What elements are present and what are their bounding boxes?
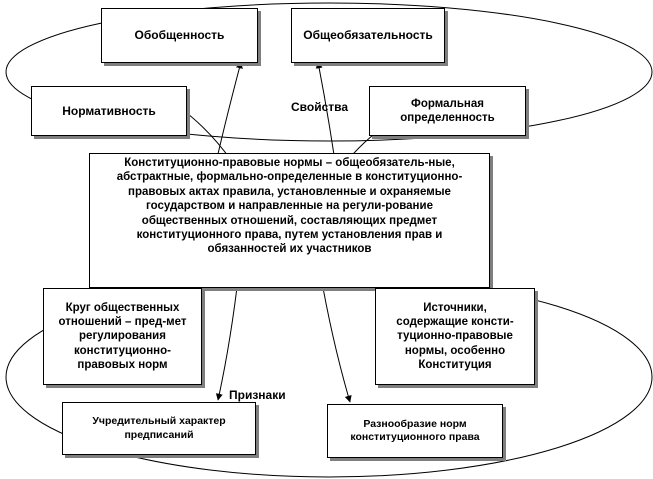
definition-text: Конституционно-правовые нормы – общеобяз… <box>116 157 463 256</box>
scope-label: Круг общественных отношений – пред-мет р… <box>58 301 187 372</box>
properties-group-label: Свойства <box>291 100 349 114</box>
sources-label: Источники, содержащие консти-туционно-пр… <box>396 301 514 372</box>
normativity-label: Нормативность <box>62 103 156 118</box>
diversity-box: Разнообразие норм конституционного права <box>327 404 503 458</box>
universal-binding-label: Общеобязательность <box>303 28 433 42</box>
formal-definiteness-label: Формальная определенность <box>400 97 495 124</box>
universal-binding-box: Общеобязательность <box>291 8 445 63</box>
scope-box: Круг общественных отношений – пред-мет р… <box>43 288 202 385</box>
properties-ellipse <box>5 2 653 142</box>
constituent-box: Учредительный характер предписаний <box>62 402 256 455</box>
sources-box: Источники, содержащие консти-туционно-пр… <box>375 288 535 385</box>
diversity-label: Разнообразие норм конституционного права <box>350 417 480 443</box>
normativity-box: Нормативность <box>31 86 187 136</box>
constituent-label: Учредительный характер предписаний <box>92 415 226 441</box>
formal-definiteness-box: Формальная определенность <box>369 86 526 136</box>
features-group-label: Признаки <box>229 388 286 402</box>
generality-label: Обобщенность <box>134 28 225 42</box>
generality-box: Обобщенность <box>101 8 258 63</box>
definition-box: Конституционно-правовые нормы – общеобяз… <box>89 153 490 288</box>
